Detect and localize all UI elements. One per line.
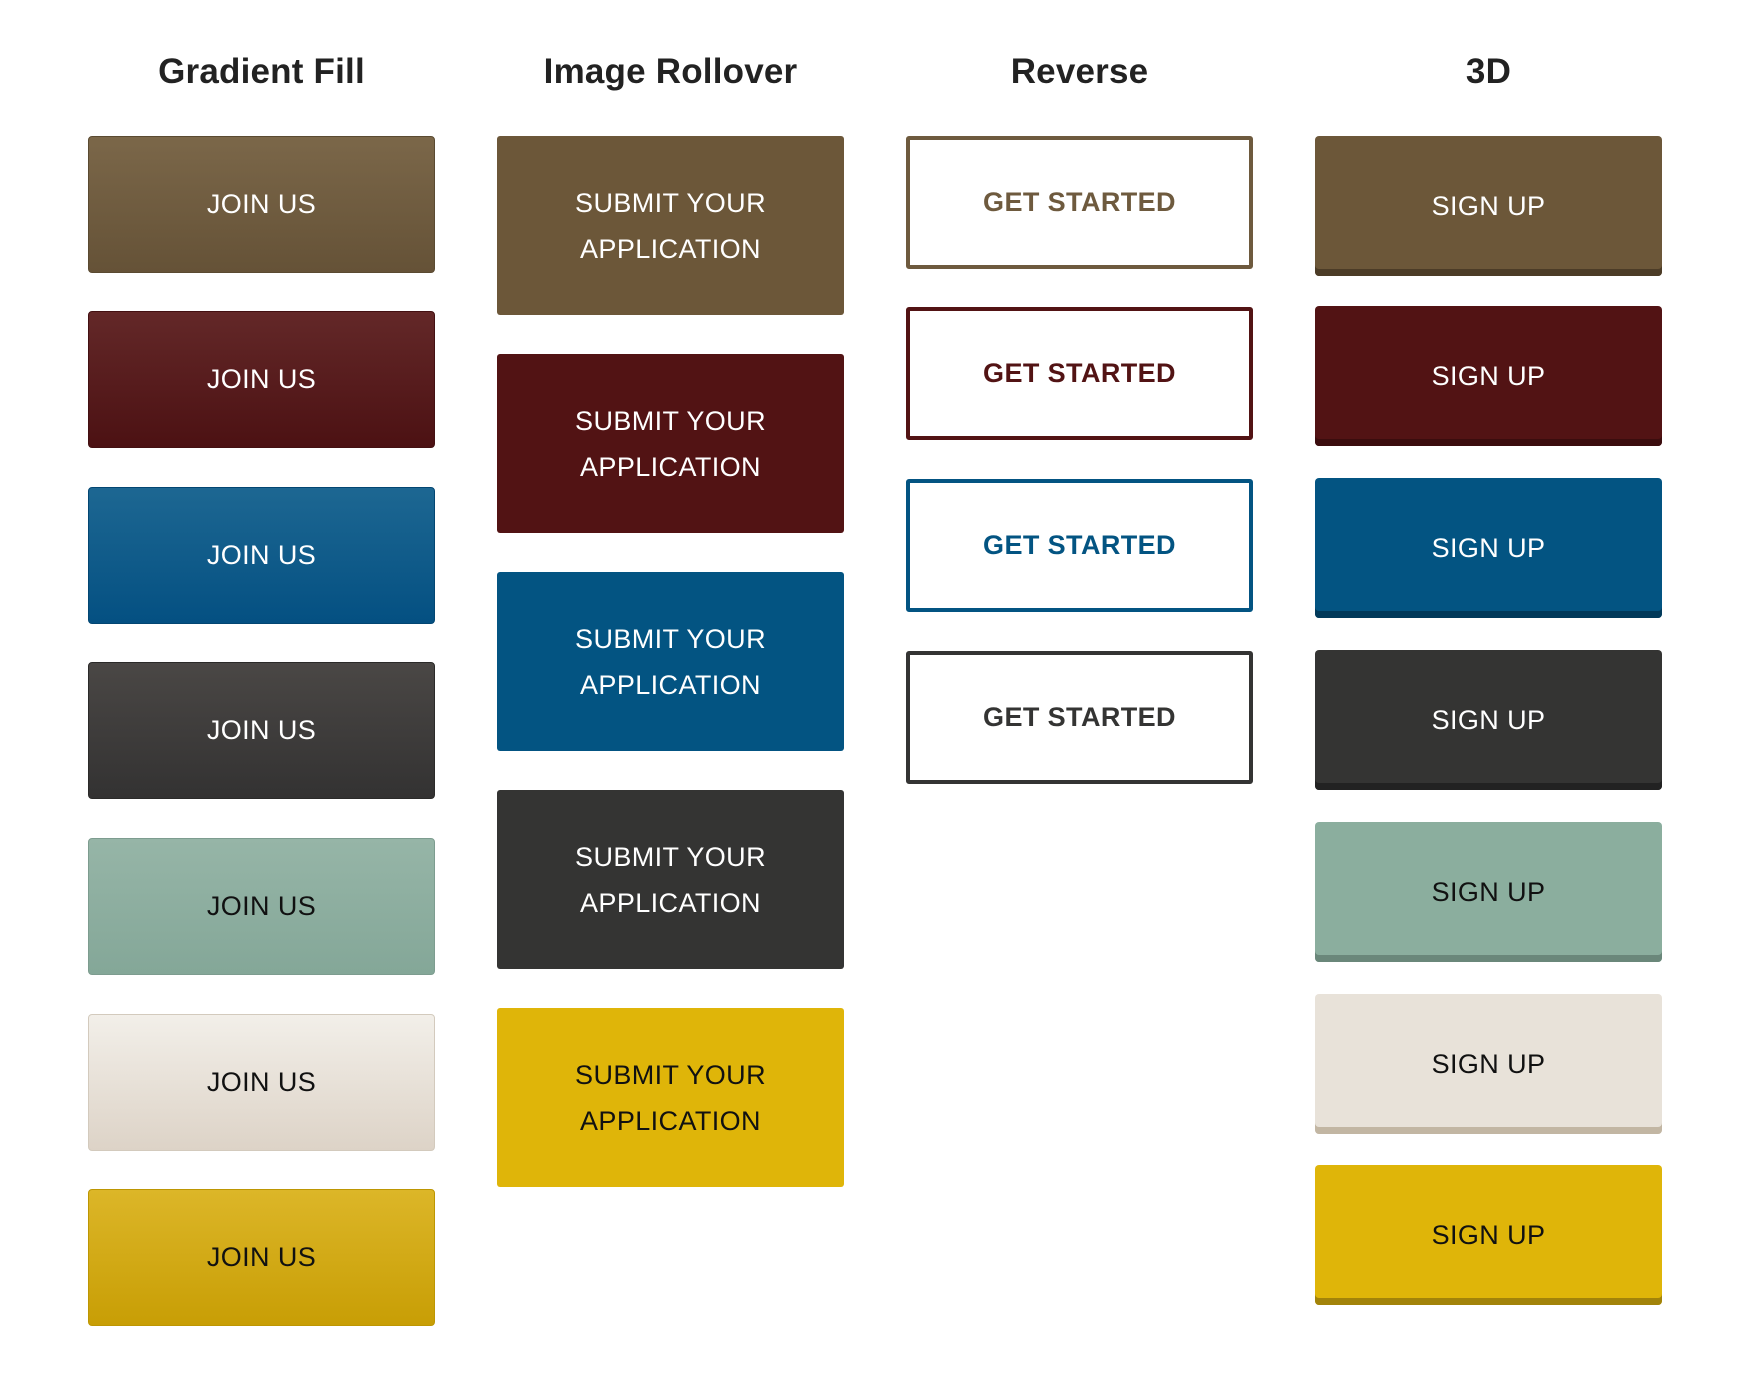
submit-application-button-charcoal[interactable]: SUBMIT YOUR APPLICATION bbox=[497, 790, 844, 969]
submit-application-label: SUBMIT YOUR APPLICATION bbox=[575, 187, 766, 264]
get-started-button-blue[interactable]: GET STARTED bbox=[906, 479, 1253, 612]
sign-up-button-blue[interactable]: SIGN UP bbox=[1315, 478, 1662, 618]
join-us-button-gold[interactable]: JOIN US bbox=[88, 1189, 435, 1326]
submit-application-button-gold[interactable]: SUBMIT YOUR APPLICATION bbox=[497, 1008, 844, 1187]
reverse-heading: Reverse bbox=[1010, 52, 1149, 91]
join-us-button-maroon[interactable]: JOIN US bbox=[88, 311, 435, 448]
join-us-button-cream[interactable]: JOIN US bbox=[88, 1014, 435, 1151]
join-us-button-sage[interactable]: JOIN US bbox=[88, 838, 435, 975]
submit-application-button-maroon[interactable]: SUBMIT YOUR APPLICATION bbox=[497, 354, 844, 533]
join-us-button-charcoal[interactable]: JOIN US bbox=[88, 662, 435, 799]
submit-application-label: SUBMIT YOUR APPLICATION bbox=[575, 1059, 766, 1136]
sign-up-button-sage[interactable]: SIGN UP bbox=[1315, 822, 1662, 962]
submit-application-button-blue[interactable]: SUBMIT YOUR APPLICATION bbox=[497, 572, 844, 751]
sign-up-button-maroon[interactable]: SIGN UP bbox=[1315, 306, 1662, 446]
sign-up-button-brown[interactable]: SIGN UP bbox=[1315, 136, 1662, 276]
get-started-button-maroon[interactable]: GET STARTED bbox=[906, 307, 1253, 440]
join-us-button-brown[interactable]: JOIN US bbox=[88, 136, 435, 273]
three-d-heading: 3D bbox=[1465, 52, 1512, 91]
gradient-fill-heading: Gradient Fill bbox=[158, 52, 365, 91]
submit-application-label: SUBMIT YOUR APPLICATION bbox=[575, 623, 766, 700]
submit-application-button-brown[interactable]: SUBMIT YOUR APPLICATION bbox=[497, 136, 844, 315]
sign-up-button-gold[interactable]: SIGN UP bbox=[1315, 1165, 1662, 1305]
join-us-button-blue[interactable]: JOIN US bbox=[88, 487, 435, 624]
image-rollover-heading: Image Rollover bbox=[543, 52, 798, 91]
submit-application-label: SUBMIT YOUR APPLICATION bbox=[575, 405, 766, 482]
submit-application-label: SUBMIT YOUR APPLICATION bbox=[575, 841, 766, 918]
sign-up-button-charcoal[interactable]: SIGN UP bbox=[1315, 650, 1662, 790]
sign-up-button-cream[interactable]: SIGN UP bbox=[1315, 994, 1662, 1134]
get-started-button-charcoal[interactable]: GET STARTED bbox=[906, 651, 1253, 784]
get-started-button-brown[interactable]: GET STARTED bbox=[906, 136, 1253, 269]
